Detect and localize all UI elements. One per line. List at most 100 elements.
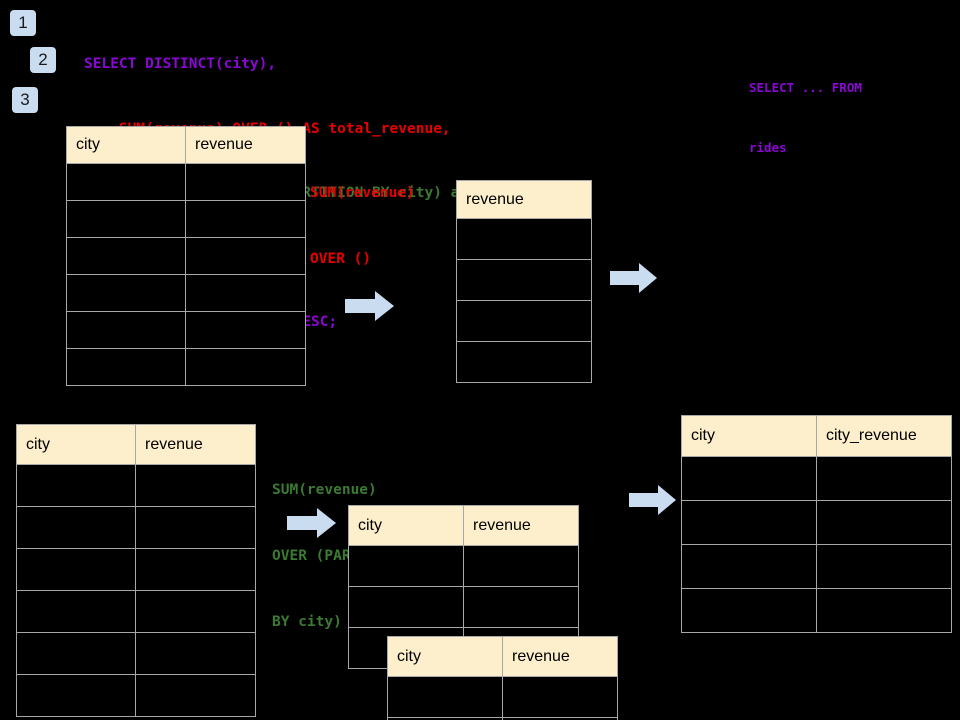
table-row	[681, 588, 952, 633]
cell-revenue	[456, 341, 592, 383]
table-row	[456, 259, 592, 301]
annotation-over-partition-line-3: BY city)	[272, 614, 342, 630]
annotation-over-empty-line-2: OVER ()	[310, 251, 372, 267]
annotation-over-empty: SUM(revenue) OVER ()	[310, 138, 415, 314]
cell-revenue	[502, 676, 618, 718]
cell-revenue	[502, 717, 618, 720]
cell-city	[348, 586, 464, 628]
side-note-line-2: rides	[749, 140, 787, 155]
table-row	[387, 676, 618, 718]
table-row	[348, 586, 579, 628]
cell-city-revenue	[816, 456, 952, 501]
cell-city	[681, 500, 817, 545]
table-row	[387, 717, 618, 720]
cell-revenue	[456, 259, 592, 301]
cell-revenue	[185, 348, 306, 386]
table-header-row: city revenue	[348, 505, 579, 546]
cell-city	[387, 676, 503, 718]
cell-revenue	[135, 590, 256, 633]
annotation-over-partition-line-1: SUM(revenue)	[272, 482, 377, 498]
table-partition-group-front: city revenue	[387, 636, 618, 720]
cell-revenue	[463, 586, 579, 628]
step-badge-1: 1	[10, 10, 36, 36]
table-row	[16, 590, 256, 633]
right-arrow-icon	[629, 485, 676, 515]
column-header-city: city	[348, 505, 464, 546]
table-row	[66, 237, 306, 275]
column-header-revenue: revenue	[463, 505, 579, 546]
table-row	[681, 544, 952, 589]
cell-revenue	[456, 218, 592, 260]
side-note-line-1: SELECT ... FROM	[749, 80, 862, 95]
cell-city	[16, 632, 136, 675]
cell-city	[348, 545, 464, 587]
column-header-city: city	[387, 636, 503, 677]
table-row	[16, 506, 256, 549]
column-header-revenue: revenue	[502, 636, 618, 677]
table-header-row: city revenue	[16, 424, 256, 465]
column-header-city: city	[16, 424, 136, 465]
table-header-row: city revenue	[387, 636, 618, 677]
table-row	[66, 163, 306, 201]
annotation-over-empty-line-1: SUM(revenue)	[310, 185, 415, 201]
cell-revenue	[135, 674, 256, 717]
table-row	[66, 348, 306, 386]
right-arrow-icon	[287, 508, 336, 538]
arrow-source-to-total	[345, 290, 395, 322]
cell-city	[16, 590, 136, 633]
cell-revenue	[185, 274, 306, 312]
right-arrow-icon	[610, 263, 657, 293]
cell-city	[16, 464, 136, 507]
table-row	[681, 456, 952, 501]
side-note-select-from: SELECT ... FROM rides	[749, 38, 862, 198]
table-rides-source-top: city revenue	[66, 126, 306, 386]
cell-city	[66, 348, 186, 386]
right-arrow-icon	[345, 291, 394, 321]
cell-revenue	[456, 300, 592, 342]
cell-city	[681, 588, 817, 633]
column-header-city-revenue: city_revenue	[816, 415, 952, 457]
column-header-revenue: revenue	[185, 126, 306, 164]
arrow-total-to-final	[610, 262, 658, 294]
table-row	[16, 632, 256, 675]
cell-city	[16, 548, 136, 591]
column-header-city: city	[66, 126, 186, 164]
table-row	[456, 300, 592, 342]
cell-city	[66, 237, 186, 275]
cell-revenue	[185, 311, 306, 349]
table-row	[16, 548, 256, 591]
table-row	[456, 341, 592, 383]
table-row	[16, 674, 256, 717]
table-header-row: city revenue	[66, 126, 306, 164]
cell-revenue	[135, 548, 256, 591]
table-row	[66, 311, 306, 349]
cell-city-revenue	[816, 544, 952, 589]
cell-city-revenue	[816, 500, 952, 545]
cell-revenue	[135, 506, 256, 549]
table-row	[66, 200, 306, 238]
table-final-result: city city_revenue	[681, 415, 952, 633]
table-row	[456, 218, 592, 260]
table-header-row: revenue	[456, 180, 592, 219]
table-total-revenue: revenue	[456, 180, 592, 383]
cell-city	[681, 456, 817, 501]
cell-revenue	[135, 632, 256, 675]
cell-city	[66, 163, 186, 201]
cell-city	[16, 506, 136, 549]
column-header-city: city	[681, 415, 817, 457]
cell-city	[66, 274, 186, 312]
cell-city	[16, 674, 136, 717]
table-row	[348, 545, 579, 587]
sql-line-select: SELECT DISTINCT(city),	[84, 56, 277, 72]
cell-city	[681, 544, 817, 589]
column-header-revenue: revenue	[456, 180, 592, 219]
table-row	[66, 274, 306, 312]
cell-revenue	[185, 237, 306, 275]
cell-city	[66, 200, 186, 238]
cell-revenue	[463, 545, 579, 587]
cell-revenue	[185, 163, 306, 201]
arrow-source-to-partition	[287, 507, 337, 539]
cell-city	[66, 311, 186, 349]
cell-city-revenue	[816, 588, 952, 633]
